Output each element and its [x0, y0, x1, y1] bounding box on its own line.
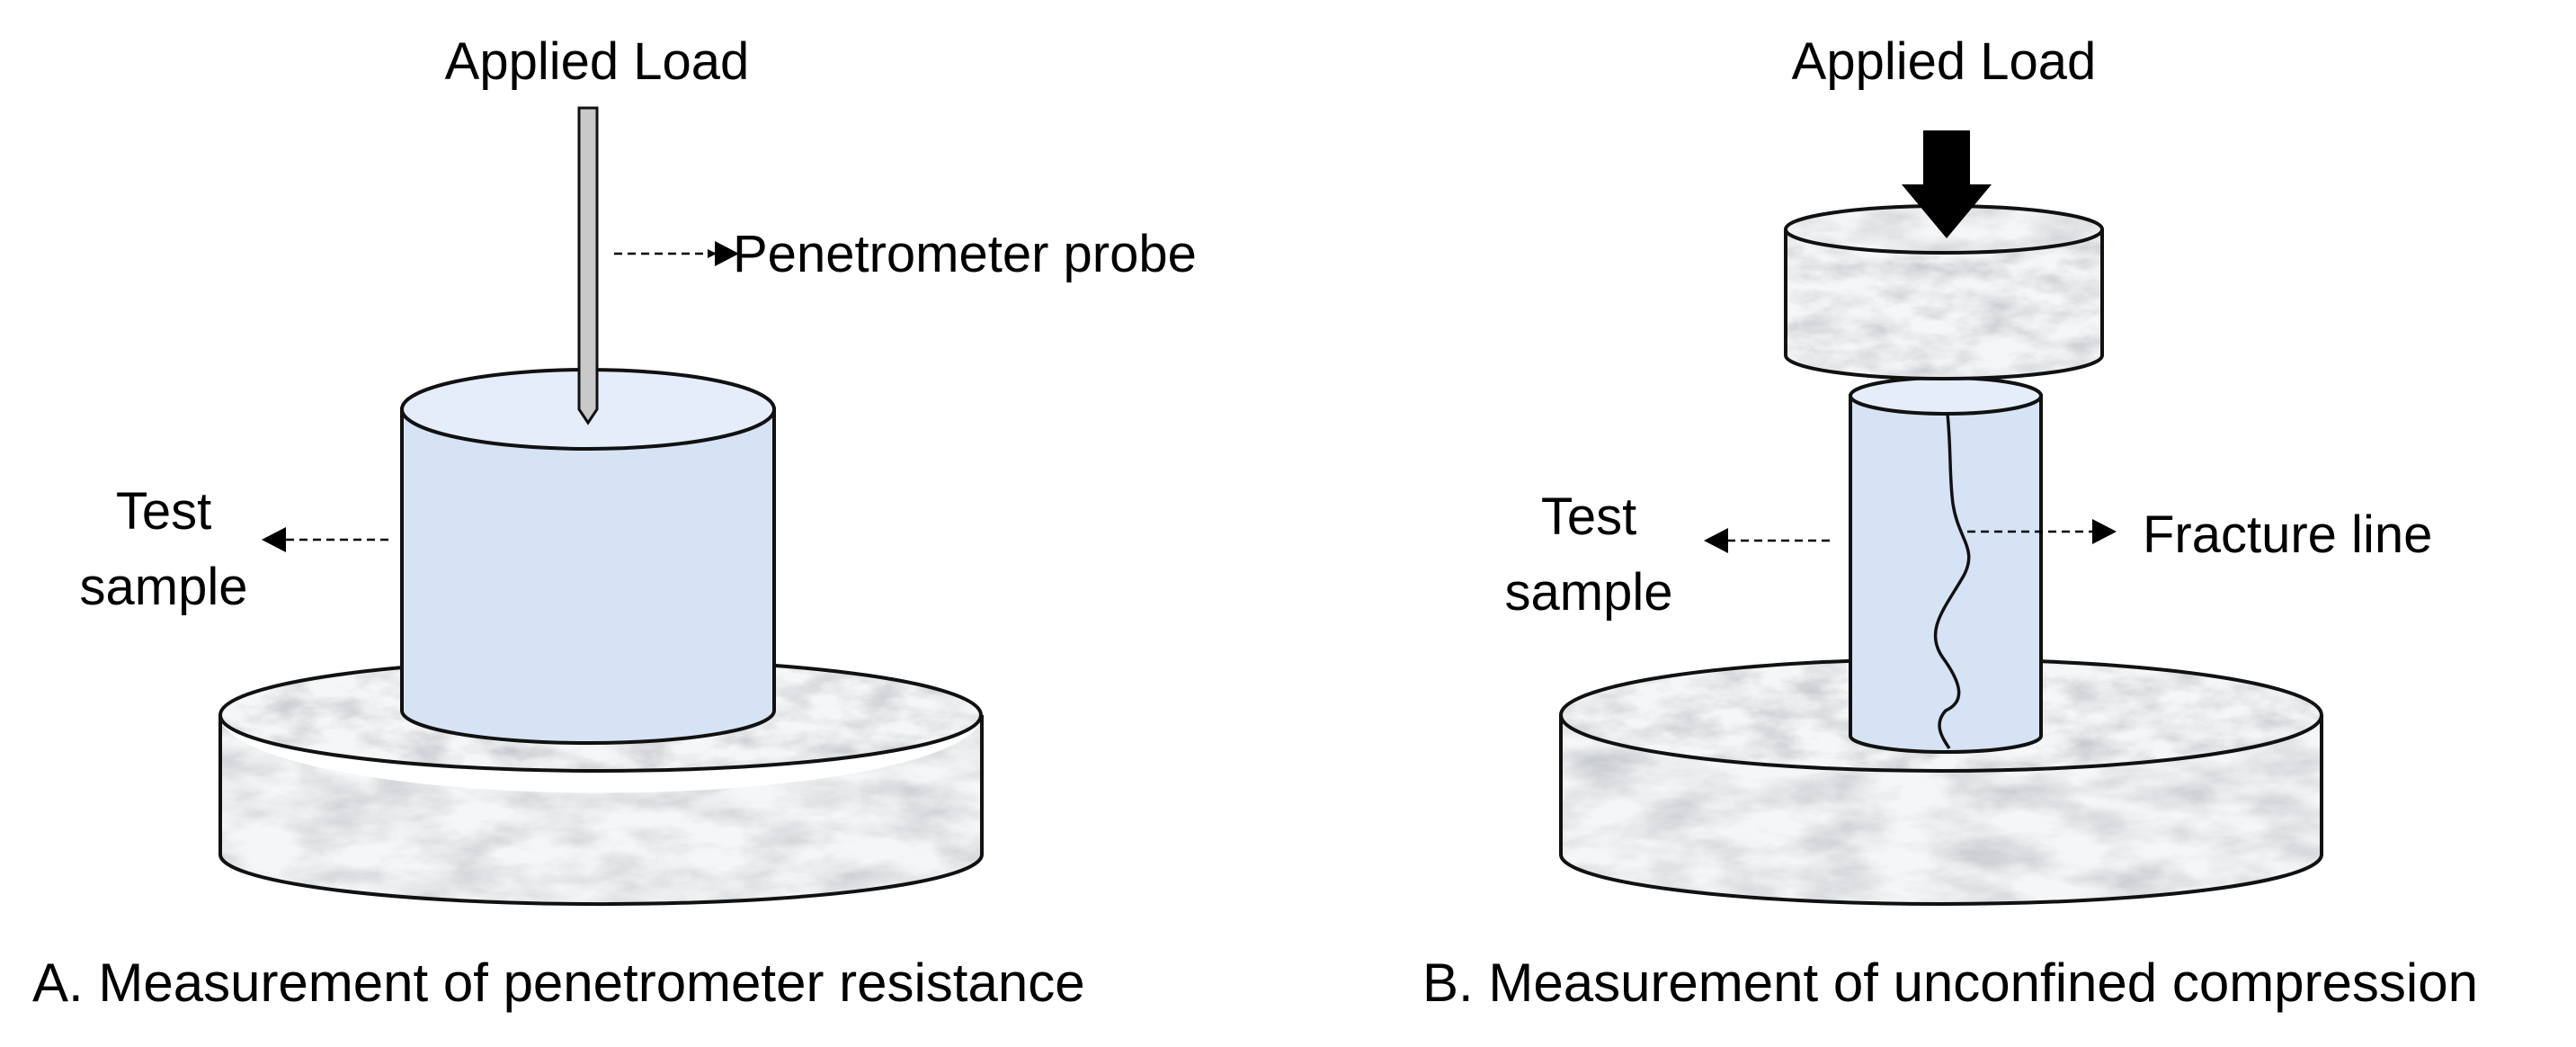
sample-label-b-line1: Test: [1541, 488, 1636, 546]
test-sample-cylinder-b: [1849, 376, 2043, 754]
caption-a: A. Measurement of penetrometer resistanc…: [32, 953, 1085, 1013]
panel-b: Applied Load Fracture line Test sample B…: [1422, 32, 2478, 1013]
fracture-line: [1933, 413, 1971, 749]
applied-load-arrow: [1902, 130, 1992, 238]
probe-label: Penetrometer probe: [733, 225, 1197, 283]
sample-label-a-line1: Test: [116, 482, 211, 541]
caption-b: B. Measurement of unconfined compression: [1422, 953, 2478, 1013]
probe-arrow-head: [715, 241, 739, 266]
sample-label-a-line2: sample: [80, 558, 248, 616]
sample-label-b-line2: sample: [1505, 563, 1673, 622]
penetrometer-probe: [577, 106, 599, 425]
fracture-label: Fracture line: [2143, 506, 2432, 564]
upper-platen: [1784, 204, 2104, 380]
applied-load-label-b: Applied Load: [1792, 32, 2097, 91]
test-sample-cylinder-a: [400, 368, 776, 745]
fracture-arrow-head: [2092, 519, 2117, 544]
applied-load-label-a: Applied Load: [445, 32, 750, 91]
sample-arrow-head-b: [1704, 528, 1728, 553]
sample-arrow-head-a: [262, 527, 286, 552]
panel-a: Applied Load Penetrometer probe Test sam…: [32, 32, 1197, 1013]
